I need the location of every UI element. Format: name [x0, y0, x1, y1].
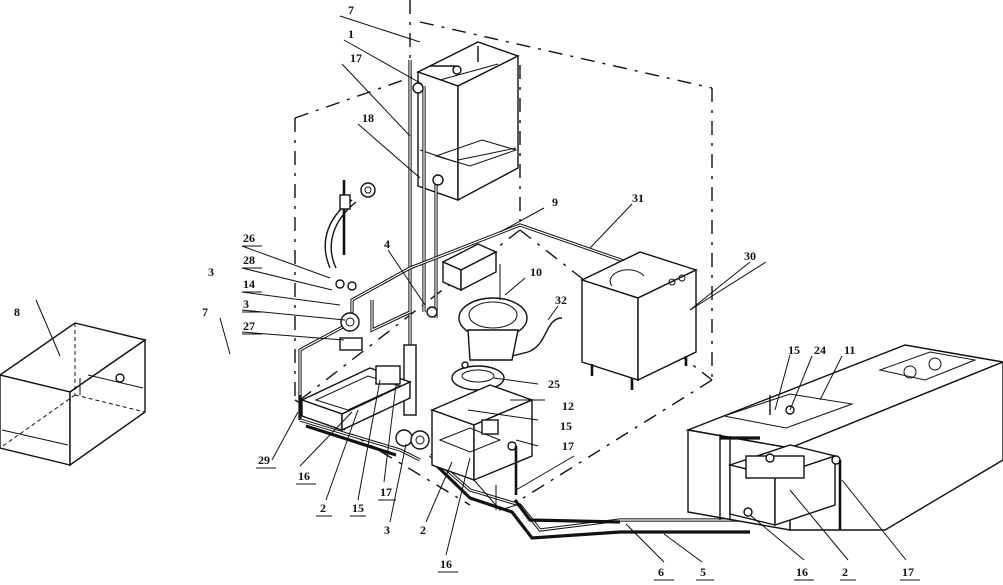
floor-pipes [299, 418, 750, 540]
label-12: 12 [562, 399, 574, 413]
label-6: 6 [658, 565, 664, 579]
label-25: 25 [548, 377, 560, 391]
label-2-center: 2 [420, 523, 426, 537]
label-15-kitchen: 15 [788, 343, 800, 357]
label-29: 29 [258, 453, 270, 467]
label-18: 18 [362, 111, 374, 125]
label-17-top: 17 [350, 51, 362, 65]
label-16-center: 16 [440, 557, 452, 571]
heater-pipes [298, 223, 636, 420]
label-3-mid: 3 [243, 297, 249, 311]
label-7-left: 7 [202, 305, 208, 319]
label-26: 26 [243, 231, 255, 245]
label-14: 14 [243, 277, 255, 291]
label-16-right: 16 [796, 565, 808, 579]
label-underlines [242, 245, 920, 581]
label-2-right: 2 [842, 565, 848, 579]
label-11: 11 [844, 343, 855, 357]
label-7-top: 7 [348, 3, 354, 17]
washbasin [430, 361, 534, 511]
shower-head [324, 180, 376, 291]
washing-machine [511, 251, 698, 390]
label-15-left: 15 [352, 501, 364, 515]
kitchen-counter [685, 344, 1003, 531]
label-4: 4 [384, 237, 390, 251]
leader-lines [35, 15, 907, 563]
label-28: 28 [243, 253, 255, 267]
label-9: 9 [552, 195, 558, 209]
toilet [441, 243, 528, 361]
label-24: 24 [814, 343, 826, 357]
label-3-left: 3 [208, 265, 214, 279]
label-27: 27 [243, 319, 255, 333]
label-31: 31 [632, 191, 644, 205]
standpipes [403, 0, 444, 416]
label-17-center: 17 [562, 439, 574, 453]
label-32: 32 [555, 293, 567, 307]
label-15-center: 15 [560, 419, 572, 433]
label-10: 10 [530, 265, 542, 279]
label-2-left: 2 [320, 501, 326, 515]
label-16-left: 16 [298, 469, 310, 483]
label-17-left: 17 [380, 485, 392, 499]
label-30: 30 [744, 249, 756, 263]
label-1: 1 [348, 27, 354, 41]
upper-tank-1 [416, 41, 520, 202]
bathtub [300, 365, 412, 432]
water-tank-8 [0, 322, 147, 467]
label-8: 8 [14, 305, 20, 319]
label-17-right: 17 [902, 565, 914, 579]
label-3-bottom: 3 [384, 523, 390, 537]
label-5: 5 [700, 565, 706, 579]
part-labels: 7 1 17 18 9 31 26 28 3 14 3 7 27 8 4 10 … [14, 3, 914, 579]
